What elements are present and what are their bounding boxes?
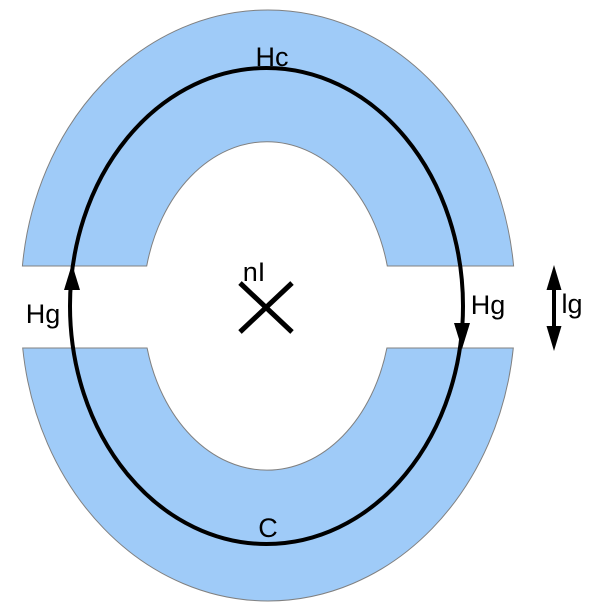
left-gap-field-label: Hg <box>26 299 61 329</box>
right-gap-field-label: Hg <box>471 290 506 320</box>
flux-path-line <box>68 66 465 546</box>
coil-mmf-label: nI <box>243 257 266 287</box>
core-upper-half <box>21 9 515 267</box>
gap-length-label: lg <box>561 289 582 319</box>
current-cross-icon <box>238 281 294 334</box>
core-lower-half <box>22 347 514 602</box>
right-gap-arrowhead <box>454 323 470 349</box>
left-gap-arrowhead <box>64 264 80 290</box>
core-field-label: Hc <box>256 42 289 72</box>
core-path-label: C <box>258 513 278 543</box>
gap-length-arrow <box>546 265 562 351</box>
